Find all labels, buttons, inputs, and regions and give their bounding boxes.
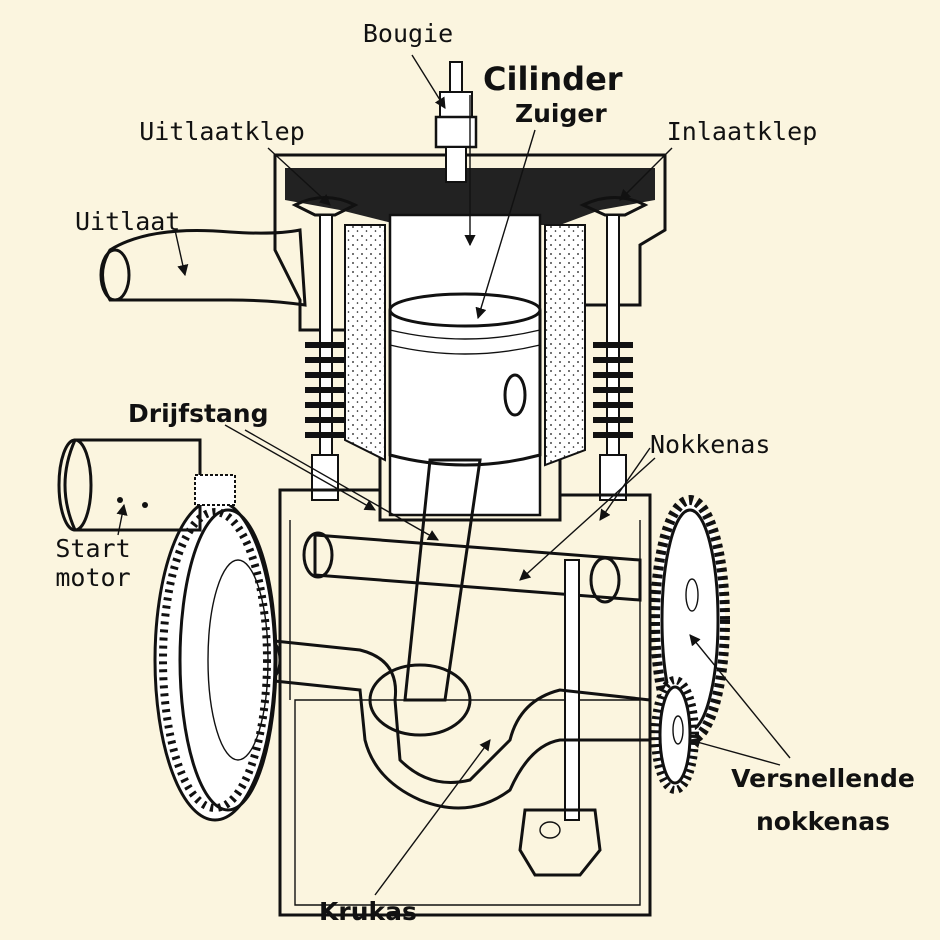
label-krukas: Krukas	[319, 897, 417, 926]
water-jacket-right	[544, 224, 586, 467]
connecting-rod	[403, 458, 482, 702]
label-drijfstang: Drijfstang	[128, 399, 269, 428]
piston	[388, 292, 542, 467]
leader-drijfstang-2	[244, 429, 439, 541]
leader-uitlaat	[174, 229, 189, 277]
label-inlaatklep: Inlaatklep	[667, 117, 818, 146]
label-versnellende-line2: nokkenas	[756, 807, 890, 836]
leader-uitlaatklep	[267, 147, 331, 206]
label-versnellende-line1: Versnellende	[731, 764, 915, 793]
crankcase	[278, 488, 652, 917]
label-uitlaat: Uitlaat	[75, 207, 180, 236]
crankcase-inner	[289, 520, 641, 906]
leader-versnellende-1	[689, 634, 791, 759]
leader-krukas	[374, 739, 491, 896]
leader-nokkenas-1	[599, 447, 651, 521]
water-jacket-left	[344, 224, 386, 462]
label-cilinder: Cilinder	[483, 60, 623, 98]
camshaft-end	[302, 531, 334, 579]
leader-drijfstang-1	[224, 424, 376, 511]
cam-lobe	[589, 556, 621, 604]
crank-throw	[368, 663, 472, 737]
inlet-valve	[579, 196, 649, 501]
leader-start	[116, 503, 128, 536]
exhaust-valve	[291, 196, 359, 501]
leader-bougie	[411, 54, 446, 109]
timing-gear-small	[651, 676, 699, 794]
camshaft	[313, 533, 642, 602]
label-bougie: Bougie	[363, 19, 453, 48]
leader-versnellende-2	[688, 737, 781, 766]
flywheel	[153, 498, 278, 822]
leader-nokkenas-2	[519, 457, 656, 581]
crankshaft	[263, 638, 652, 810]
label-zuiger: Zuiger	[515, 99, 607, 128]
starter-motor	[57, 438, 236, 532]
oil-pump	[518, 808, 602, 877]
label-uitlaatklep: Uitlaatklep	[139, 117, 305, 146]
label-start-line1: Start	[55, 534, 130, 563]
leader-zuiger	[475, 129, 536, 320]
label-start-line2: motor	[55, 563, 130, 592]
label-nokkenas: Nokkenas	[650, 430, 770, 459]
exhaust-pipe-end	[99, 248, 131, 302]
cylinder-bore	[388, 213, 542, 517]
leader-inlaatklep	[619, 147, 673, 201]
